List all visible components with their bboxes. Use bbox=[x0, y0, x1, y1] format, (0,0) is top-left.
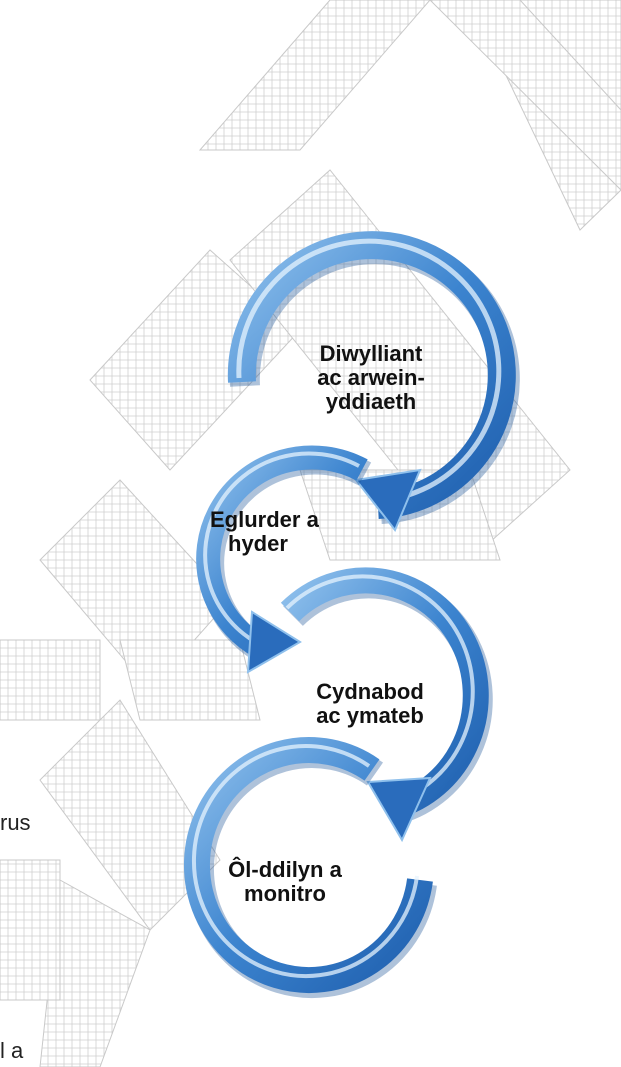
arrow-4-follow-up-monitoring bbox=[183, 737, 437, 998]
step-label-line: hyder bbox=[228, 531, 288, 556]
step-label-line: Ôl-ddilyn a bbox=[228, 857, 342, 882]
step-label-recognition-response: Cydnabod ac ymateb bbox=[290, 680, 450, 728]
step-label-line: Cydnabod bbox=[316, 679, 424, 704]
step-label-clarity-confidence: Eglurder a hyder bbox=[210, 508, 319, 556]
step-label-line: Diwylliant bbox=[319, 341, 423, 366]
body-text-fragment: rus bbox=[0, 810, 31, 835]
step-label-culture-leadership: Diwylliant ac arwein- yddiaeth bbox=[296, 342, 446, 414]
step-label-follow-up-monitoring: Ôl-ddilyn a monitro bbox=[205, 858, 365, 906]
arrow-2-clarity-confidence bbox=[196, 445, 372, 674]
step-label-line: ac ymateb bbox=[316, 703, 424, 728]
step-label-line: yddiaeth bbox=[325, 389, 417, 414]
arrow-1-culture-leadership bbox=[227, 231, 520, 532]
step-label-line: Eglurder a bbox=[210, 507, 319, 532]
step-label-line: monitro bbox=[244, 881, 326, 906]
arrow-3-recognition-response bbox=[280, 567, 493, 843]
body-text-fragment: l a bbox=[0, 1038, 24, 1063]
step-label-line: ac arwein- bbox=[317, 365, 425, 390]
watermark-stroke bbox=[198, 0, 431, 151]
